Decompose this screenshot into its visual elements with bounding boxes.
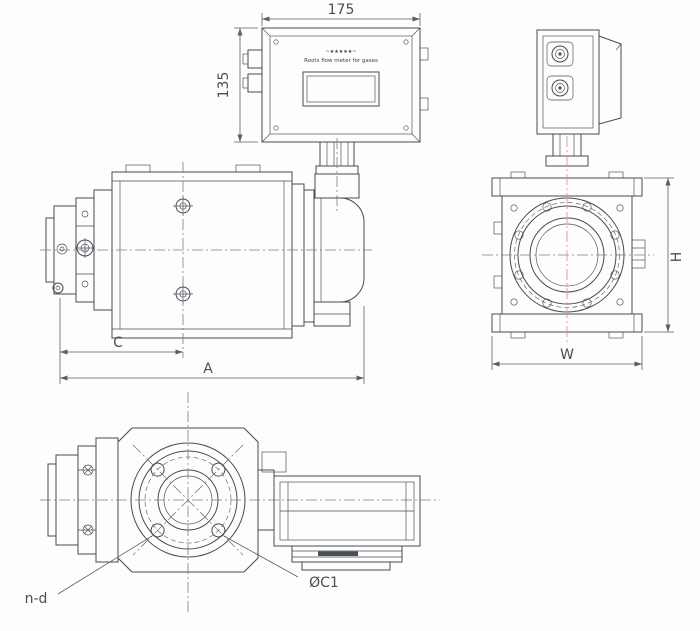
dim-label-135: 135 bbox=[216, 72, 232, 99]
cable-gland-top bbox=[546, 41, 574, 67]
dim-label-c: C bbox=[113, 335, 123, 351]
register-display-window bbox=[302, 71, 380, 107]
meter-front-view: C A bbox=[40, 162, 372, 384]
nameplate-tab bbox=[631, 239, 646, 269]
bolt-hole bbox=[211, 462, 226, 477]
dim-label-175: 175 bbox=[328, 2, 355, 18]
meter-case-front bbox=[111, 171, 293, 339]
drain-plug bbox=[52, 282, 64, 294]
top-register-head bbox=[257, 451, 421, 571]
register-brand-line: ~★★★★★~ bbox=[326, 49, 357, 55]
register-name-line: Roots flow meter for gases bbox=[304, 58, 378, 64]
bolt-hole bbox=[150, 523, 165, 538]
label-n-d: n-d bbox=[25, 591, 48, 607]
top-left-coupling bbox=[47, 437, 119, 563]
dim-label-a: A bbox=[203, 361, 213, 377]
register-side-view bbox=[536, 29, 622, 167]
register-cable-glands-left bbox=[242, 49, 263, 93]
dim-label-w: W bbox=[560, 347, 574, 363]
label-oc1: ØC1 bbox=[309, 575, 339, 591]
register-front-view: 175 135 ~★★★★★~ Roots flow meter for gas… bbox=[216, 2, 429, 212]
register-housing bbox=[261, 27, 421, 143]
bolt-hole bbox=[211, 523, 226, 538]
dim-label-h: H bbox=[669, 252, 685, 263]
meter-end-view: H W bbox=[482, 136, 685, 370]
meter-top-view: n-d ØC1 bbox=[25, 392, 440, 614]
cable-gland-bottom bbox=[546, 75, 574, 101]
bolt-hole bbox=[150, 462, 165, 477]
terminal-strip bbox=[318, 551, 358, 556]
